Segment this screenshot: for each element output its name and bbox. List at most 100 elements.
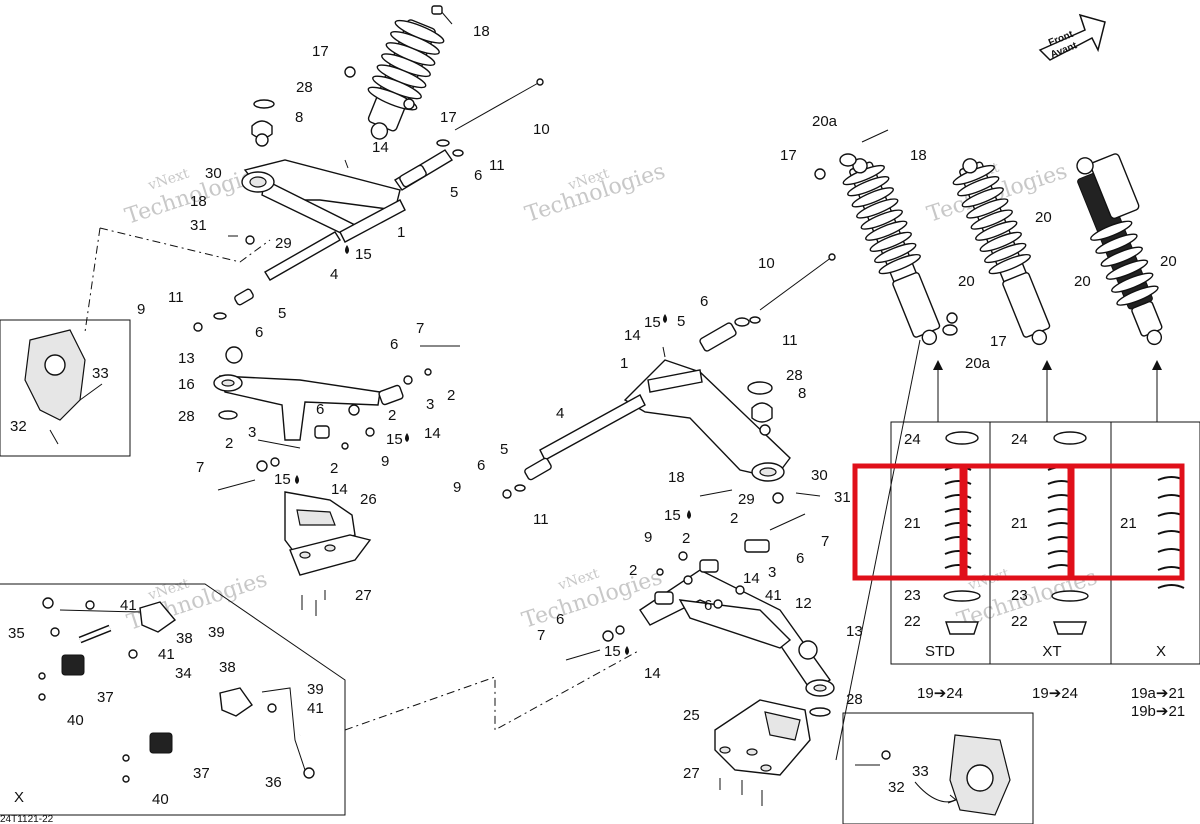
part-callout: 28 <box>786 367 803 384</box>
part-callout: 5 <box>677 313 685 330</box>
spring-col-std-code: 19➔24 <box>917 685 963 702</box>
part-callout: 5 <box>278 305 286 322</box>
part-callout: 40 <box>152 791 169 808</box>
part-callout: 11 <box>782 332 798 349</box>
grease-drop-icon <box>663 314 667 323</box>
part-callout: 13 <box>846 623 863 640</box>
part-callout: 14 <box>644 665 661 682</box>
grease-drop-icon <box>687 510 691 519</box>
part-callout: 33 <box>92 365 109 382</box>
part-callout: 15 <box>644 314 661 331</box>
part-callout: 7 <box>416 320 424 337</box>
part-callout: 1 <box>620 355 628 372</box>
part-callout: 14 <box>331 481 348 498</box>
part-callout: 5 <box>500 441 508 458</box>
part-callout: 28 <box>846 691 863 708</box>
part-callout: 33 <box>912 763 929 780</box>
right-shock-xt <box>952 158 1051 346</box>
spring-col-xt-code: 19➔24 <box>1032 685 1078 702</box>
part-callout: 30 <box>811 467 828 484</box>
left-shock-absorber <box>367 19 445 140</box>
part-callout: 2 <box>447 387 455 404</box>
spring-col-std-label: STD <box>925 643 955 660</box>
part-callout: 11 <box>533 511 549 528</box>
part-callout: 11 <box>489 157 505 174</box>
spring-row-label: 24 <box>904 431 921 448</box>
part-callout: 41 <box>120 597 137 614</box>
part-callout: 2 <box>330 460 338 477</box>
part-callout: 8 <box>295 109 303 126</box>
part-callout: 14 <box>372 139 389 156</box>
part-callout: 37 <box>97 689 114 706</box>
right-shock-std <box>842 158 941 346</box>
part-callout: 20 <box>1074 273 1091 290</box>
part-callout: 31 <box>834 489 851 506</box>
part-callout: 17 <box>780 147 797 164</box>
right-shock-x <box>1076 153 1163 346</box>
grease-drop-icon <box>405 433 409 442</box>
spring-col-x-code-b: 19b➔21 <box>1131 703 1185 720</box>
spring-row-label: 21 <box>1011 515 1028 532</box>
part-callout: 4 <box>556 405 564 422</box>
highlight-box-x <box>1067 463 1185 581</box>
part-callout: 30 <box>205 165 222 182</box>
part-callout: 15 <box>664 507 681 524</box>
part-callout: 9 <box>453 479 461 496</box>
right-knuckle-box <box>842 712 1034 824</box>
spring-col-xt-label: XT <box>1042 643 1061 660</box>
part-callout: 2 <box>388 407 396 424</box>
part-callout: 10 <box>758 255 775 272</box>
part-callout: 18 <box>473 23 490 40</box>
spring-col-x-code-a: 19a➔21 <box>1131 685 1185 702</box>
part-callout: 5 <box>450 184 458 201</box>
right-upper-a-arm-assembly <box>502 253 836 504</box>
part-callout: 2 <box>730 510 738 527</box>
part-callout: 26 <box>360 491 377 508</box>
spring-row-label: 21 <box>904 515 921 532</box>
part-callout: 36 <box>265 774 282 791</box>
part-callout: 14 <box>424 425 441 442</box>
part-callout: 20 <box>1160 253 1177 270</box>
part-callout: 9 <box>644 529 652 546</box>
part-callout: 6 <box>316 401 324 418</box>
part-callout: 2 <box>682 530 690 547</box>
figure-code: 24T1121-22 <box>0 814 54 824</box>
part-callout: 14 <box>743 570 760 587</box>
part-callout: 6 <box>390 336 398 353</box>
part-callout: 28 <box>178 408 195 425</box>
part-callout: 1 <box>397 224 405 241</box>
part-callout: 29 <box>738 491 755 508</box>
part-callout: 6 <box>796 550 804 567</box>
part-callout: 6 <box>474 167 482 184</box>
left-lower-a-arm-assembly <box>213 345 460 616</box>
part-callout: 7 <box>196 459 204 476</box>
front-direction-arrow: Front Avant <box>1038 13 1106 61</box>
part-callout: 15 <box>274 471 291 488</box>
part-callout: 18 <box>190 193 207 210</box>
part-callout: 12 <box>795 595 812 612</box>
spring-row-label: 22 <box>904 613 921 630</box>
part-callout: 17 <box>990 333 1007 350</box>
spring-table-arrows <box>835 339 1162 761</box>
part-callout: 17 <box>440 109 457 126</box>
spring-col-x-label: X <box>1156 643 1166 660</box>
part-callout: 2 <box>629 562 637 579</box>
part-callout: 39 <box>208 624 225 641</box>
part-callout: 38 <box>219 659 236 676</box>
part-callout: 9 <box>137 301 145 318</box>
part-callout: 17 <box>312 43 329 60</box>
part-callout: 6 <box>704 597 712 614</box>
left-knuckle-box <box>0 319 131 457</box>
part-callout: 7 <box>821 533 829 550</box>
grease-drop-icon <box>345 245 349 254</box>
part-callout: 15 <box>604 643 621 660</box>
part-callout: 32 <box>888 779 905 796</box>
part-callout: 18 <box>910 147 927 164</box>
part-callout: 3 <box>768 564 776 581</box>
grease-drop-icon <box>625 646 629 655</box>
part-callout: 18 <box>668 469 685 486</box>
spring-table: STD XT X 19➔24 19➔24 19a➔21 19b➔21 24 24… <box>852 421 1200 720</box>
sway-box-label: X <box>14 789 24 806</box>
part-callout: 20 <box>1035 209 1052 226</box>
